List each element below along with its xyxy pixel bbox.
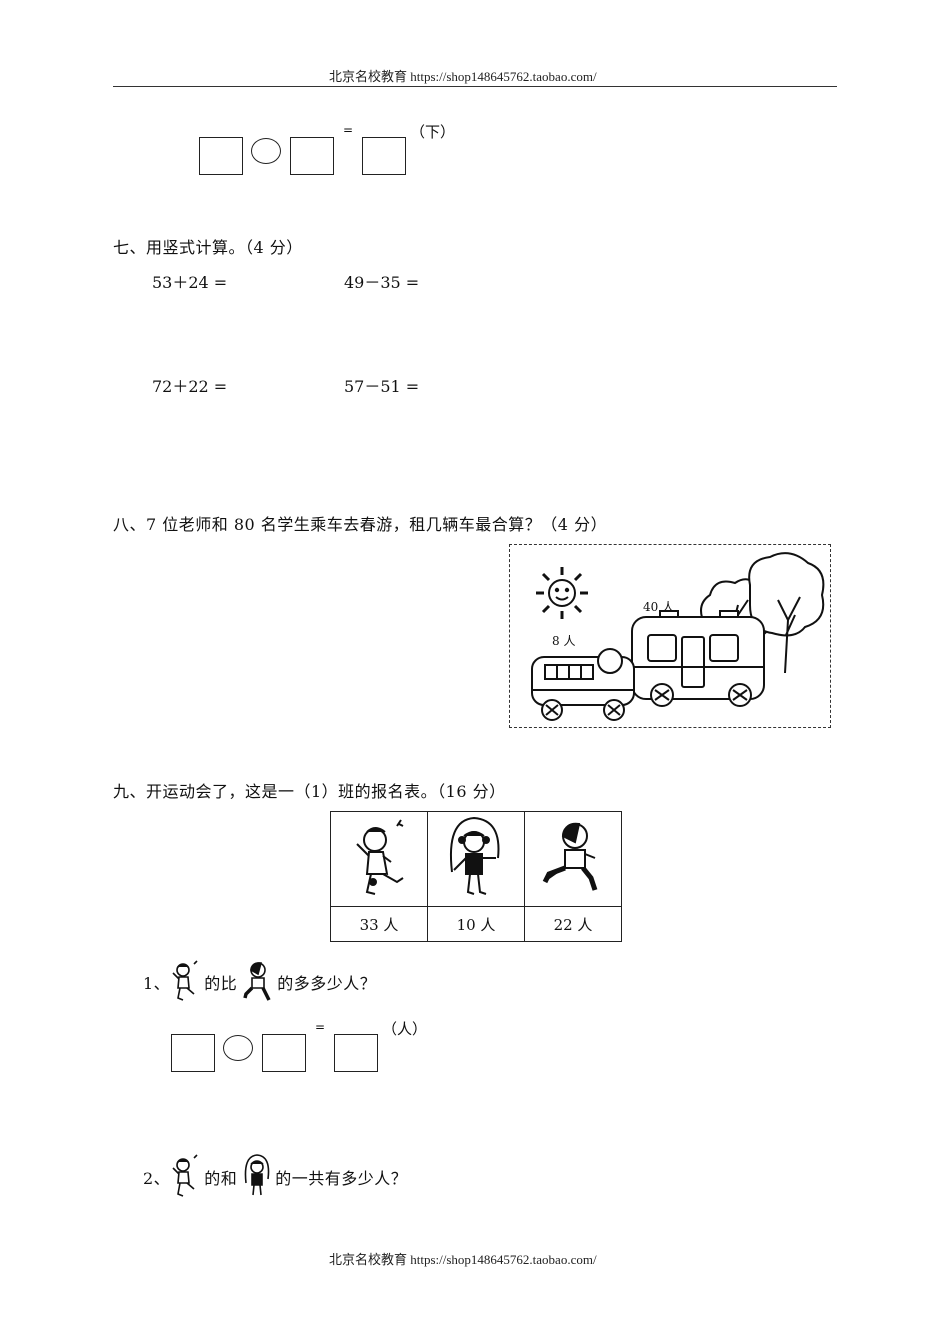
page-footer: 北京名校教育 https://shop148645762.taobao.com/ (329, 1252, 597, 1267)
section-7-title: 七、用竖式计算。（4 分） (113, 238, 303, 257)
running-girl-icon (356, 819, 404, 895)
answer-box[interactable] (262, 1034, 306, 1072)
jump-rope-girl-icon (244, 1154, 270, 1196)
problem-3: 72＋22 = (152, 377, 228, 396)
operator-circle[interactable] (251, 138, 281, 164)
equals-sign: = (315, 1020, 326, 1034)
answer-box[interactable] (171, 1034, 215, 1072)
equals-sign: = (343, 123, 354, 137)
table-cell-jump-rope-girl (427, 811, 525, 907)
registration-table: 33 人 10 人 22 人 (330, 811, 622, 942)
question-2-text-b: 的一共有多少人？ (275, 1169, 408, 1188)
count-running-girl: 33 人 (330, 906, 428, 942)
sun-icon (536, 567, 588, 619)
section-9-title: 九、开运动会了，这是一（1）班的报名表。（16 分） (113, 782, 506, 801)
big-bus-icon (631, 610, 765, 707)
question-1: 1、 的比 的多多少人？ (143, 960, 376, 1004)
question-1-text-b: 的多多少人？ (277, 974, 377, 993)
question-2: 2、 的和 的一共有多少人？ (143, 1153, 407, 1201)
unit-label: （下） (410, 123, 456, 141)
running-girl-icon (172, 1154, 198, 1197)
problem-1: 53＋24 = (152, 273, 228, 292)
answer-box[interactable] (362, 137, 406, 175)
table-cell-running-girl (330, 811, 428, 907)
section-8-title: 八、7 位老师和 80 名学生乘车去春游，租几辆车最合算？（4 分） (113, 515, 608, 534)
running-boy-icon (542, 822, 598, 891)
problem-4: 57－51 = (344, 377, 420, 396)
answer-box[interactable] (199, 137, 243, 175)
bus-illustration: 40 人 8 人 (509, 544, 831, 728)
problem-2: 49－35 = (344, 273, 420, 292)
small-bus-label: 8 人 (552, 634, 575, 648)
small-bus-icon (531, 648, 635, 721)
big-bus-label: 40 人 (643, 600, 674, 614)
question-2-text-a: 的和 (204, 1169, 238, 1188)
answer-box[interactable] (334, 1034, 378, 1072)
count-running-boy: 22 人 (524, 906, 622, 942)
count-jump-rope-girl: 10 人 (427, 906, 525, 942)
answer-box[interactable] (290, 137, 334, 175)
operator-circle[interactable] (223, 1035, 253, 1061)
question-2-number: 2、 (143, 1169, 171, 1188)
page-header: 北京名校教育 https://shop148645762.taobao.com/ (329, 69, 597, 84)
header-rule (113, 86, 837, 87)
question-1-number: 1、 (143, 974, 171, 993)
running-boy-icon (243, 962, 271, 1001)
question-1-text-a: 的比 (204, 974, 238, 993)
table-cell-running-boy (524, 811, 622, 907)
running-girl-icon (172, 960, 198, 1001)
bus-scene-icon: 40 人 8 人 (531, 552, 825, 721)
jump-rope-girl-icon (450, 816, 500, 895)
unit-label: （人） (382, 1020, 428, 1038)
